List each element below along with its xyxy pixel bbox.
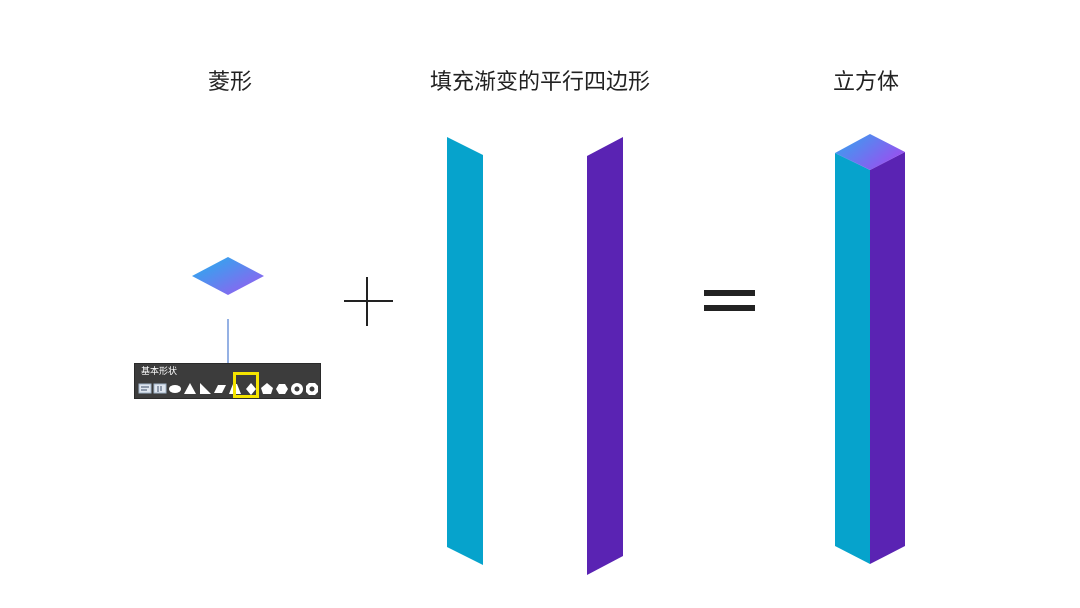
rhombus-title: 菱形 bbox=[207, 70, 253, 95]
cyan-parallelogram bbox=[447, 137, 483, 565]
pentagon-icon[interactable] bbox=[260, 381, 274, 397]
diamond-icon[interactable] bbox=[244, 381, 258, 397]
selected-shape-highlight bbox=[233, 372, 259, 398]
oval-icon[interactable] bbox=[168, 381, 182, 397]
toolbar-label: 基本形状 bbox=[141, 367, 178, 377]
cube-left-face bbox=[835, 153, 870, 564]
equals-sign bbox=[704, 290, 755, 311]
gradient-parallelogram-title: 填充渐变的平行四边形 bbox=[429, 70, 651, 95]
octagon-icon[interactable] bbox=[305, 381, 319, 397]
rhombus-shape bbox=[192, 257, 264, 295]
basic-shapes-toolbar: 基本形状 bbox=[134, 363, 321, 399]
plus-sign bbox=[344, 277, 393, 326]
hexagon-icon[interactable] bbox=[275, 381, 289, 397]
triangle-icon[interactable] bbox=[183, 381, 197, 397]
cube-right-face bbox=[870, 152, 905, 564]
purple-parallelogram bbox=[587, 137, 623, 575]
textbox-icon[interactable] bbox=[138, 381, 152, 397]
cube-top-face bbox=[835, 134, 905, 170]
vertical-textbox-icon[interactable] bbox=[153, 381, 167, 397]
cube-title: 立方体 bbox=[832, 70, 900, 95]
cube-shape bbox=[835, 134, 905, 564]
parallelogram-icon[interactable] bbox=[213, 381, 227, 397]
toolbar-icon-row bbox=[138, 381, 320, 397]
right-triangle-icon[interactable] bbox=[198, 381, 212, 397]
heptagon-icon[interactable] bbox=[290, 381, 304, 397]
